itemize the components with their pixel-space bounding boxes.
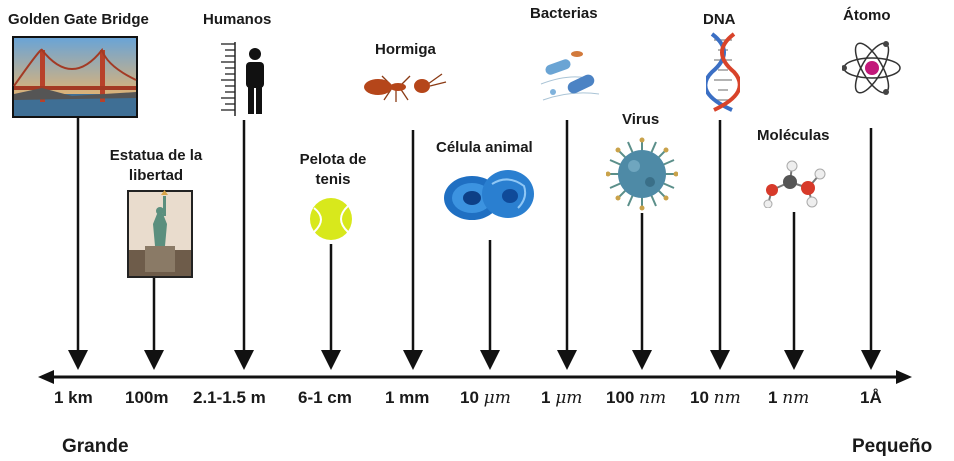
bacteria-icon <box>537 44 607 108</box>
label-grande: Grande <box>62 436 129 458</box>
label-statue: Estatua de la libertad <box>98 146 214 186</box>
scale-label-humans: 2.1-1.5 m <box>193 388 266 408</box>
scale-label-10um: 10 μm <box>460 388 511 408</box>
scale-label-1km: 1 km <box>54 388 93 408</box>
right-arrowhead <box>896 370 912 384</box>
label-golden-gate: Golden Gate Bridge <box>8 10 149 29</box>
label-tennis: Pelota de tenis <box>290 150 376 190</box>
atom-icon <box>842 34 902 102</box>
animal-cell-icon <box>442 164 536 224</box>
virus-icon <box>606 136 678 212</box>
label-dna: DNA <box>703 10 736 29</box>
scale-label-1um: 1 μm <box>541 388 582 408</box>
dna-icon <box>706 32 740 112</box>
scale-label-100nm: 100 nm <box>606 388 666 408</box>
label-virus: Virus <box>622 110 659 129</box>
label-humans: Humanos <box>203 10 271 29</box>
label-pequeno: Pequeño <box>852 436 932 458</box>
scale-label-angstrom: 1Å <box>860 388 882 408</box>
label-cell: Célula animal <box>436 138 533 157</box>
scale-label-1nm: 1 nm <box>768 388 809 408</box>
label-atom: Átomo <box>843 6 891 25</box>
label-bacteria: Bacterias <box>530 4 598 23</box>
label-molecules: Moléculas <box>757 126 830 145</box>
ant-icon <box>362 70 448 106</box>
scale-label-10nm: 10 nm <box>690 388 741 408</box>
scale-label-mm: 1 mm <box>385 388 429 408</box>
molecule-icon <box>760 160 830 208</box>
statue-of-liberty-icon <box>127 190 193 278</box>
scale-label-cm: 6-1 cm <box>298 388 352 408</box>
tennis-ball-icon <box>308 196 354 242</box>
label-ant: Hormiga <box>375 40 436 59</box>
human-icon <box>215 40 271 118</box>
golden-gate-bridge-icon <box>12 36 138 118</box>
scale-label-100m: 100m <box>125 388 168 408</box>
left-arrowhead <box>38 370 54 384</box>
